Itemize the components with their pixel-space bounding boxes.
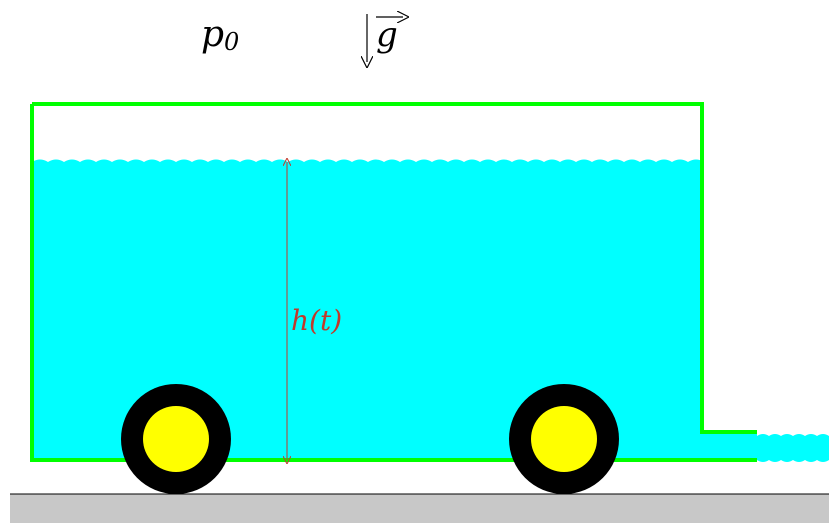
wheel-left-hub <box>143 406 209 472</box>
pressure-symbol: p <box>201 14 224 55</box>
height-label: h(t) <box>291 304 342 337</box>
gravity-label: g <box>376 15 398 55</box>
tank-water <box>32 159 757 460</box>
wheel-right <box>509 384 619 494</box>
ground <box>10 494 829 523</box>
wheel-left <box>121 384 231 494</box>
wheel-right-hub <box>531 406 597 472</box>
outflow-jet <box>757 434 829 462</box>
pressure-label: p0 <box>201 14 239 56</box>
pressure-subscript: 0 <box>224 28 239 56</box>
